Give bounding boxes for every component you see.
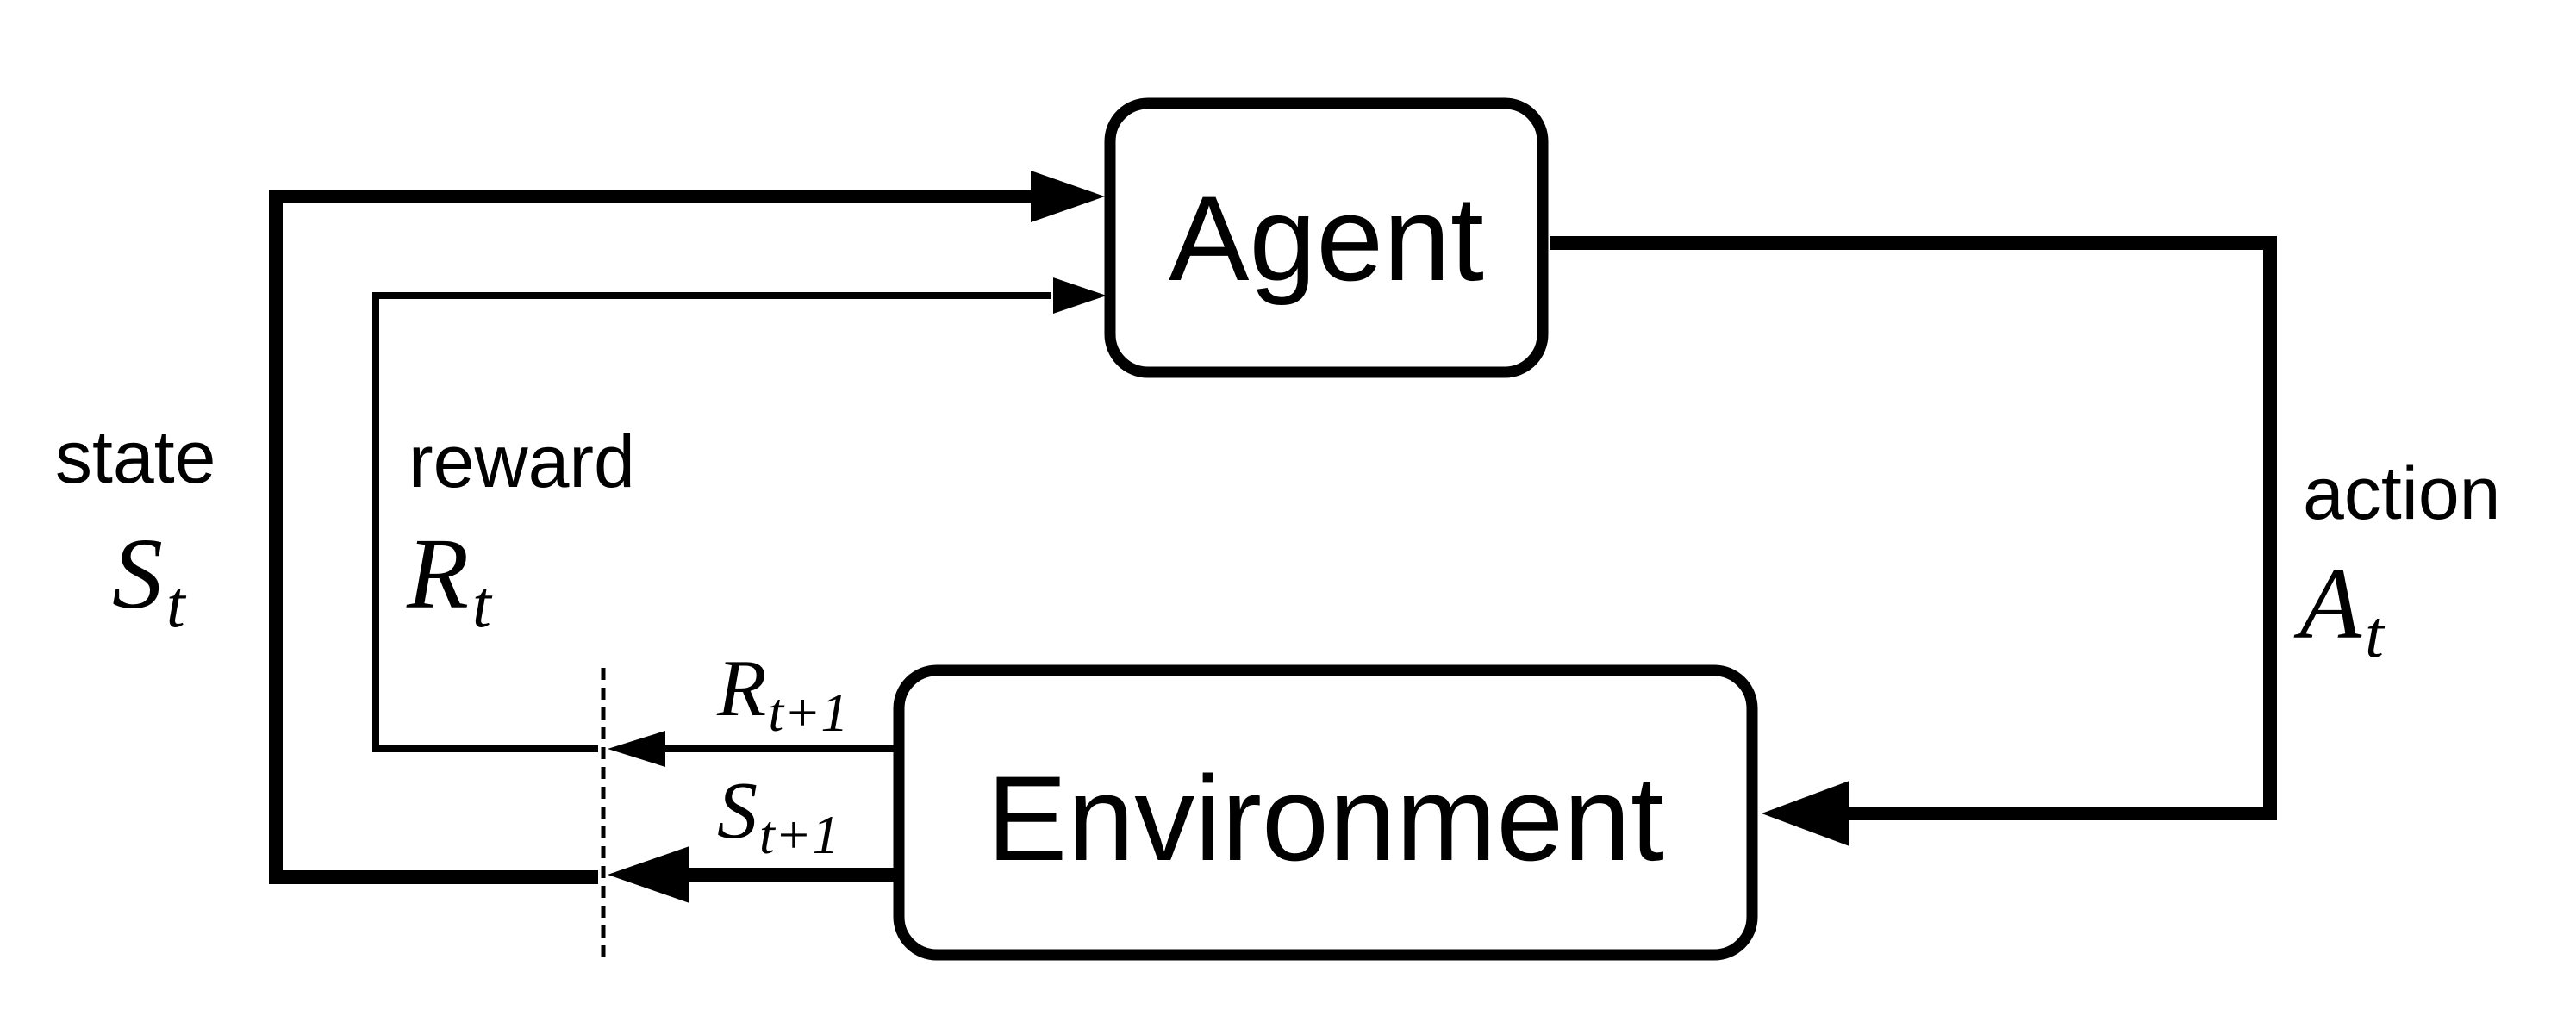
next-reward-arrowhead [608,731,665,767]
action-arrowhead [1762,781,1849,846]
state-feedback-line [269,190,1034,884]
action-arrow-line [1550,236,2277,820]
state-symbol-letter: S [112,517,163,630]
next-reward-label: Rt+1 [716,644,848,743]
state-arrowhead [1031,171,1105,222]
environment-box [893,664,1758,961]
reward-feedback-line [372,292,1051,752]
environment-label: Environment [987,751,1664,886]
reward-word: reward [409,421,635,503]
next-reward-subscript: t+1 [768,682,848,743]
next-state-letter: S [717,766,758,856]
reward-symbol-letter: R [406,517,469,630]
next-reward-letter: R [716,644,766,733]
next-state-subscript: t+1 [759,804,839,865]
reward-label-group: reward Rt [406,421,635,641]
action-arrow [1550,236,2277,846]
environment-node: Environment [893,664,1758,961]
action-symbol-letter: A [2293,547,2362,660]
next-state-arrowhead [608,846,689,903]
state-word: state [55,416,215,499]
agent-node: Agent [1104,97,1549,378]
agent-box [1104,97,1549,378]
action-symbol: At [2293,547,2386,671]
state-arrow [269,171,1105,903]
state-symbol: St [112,517,187,641]
action-label-group: action At [2293,452,2501,671]
action-symbol-subscript: t [2365,596,2386,671]
reward-arrow [372,277,1107,767]
action-word: action [2303,452,2501,535]
reward-arrowhead [1053,277,1107,314]
state-symbol-subscript: t [166,566,187,641]
reward-symbol-subscript: t [472,566,493,641]
agent-label: Agent [1169,171,1484,306]
next-state-label: St+1 [717,766,839,865]
reward-symbol: Rt [406,517,493,641]
state-label-group: state St [55,416,215,641]
